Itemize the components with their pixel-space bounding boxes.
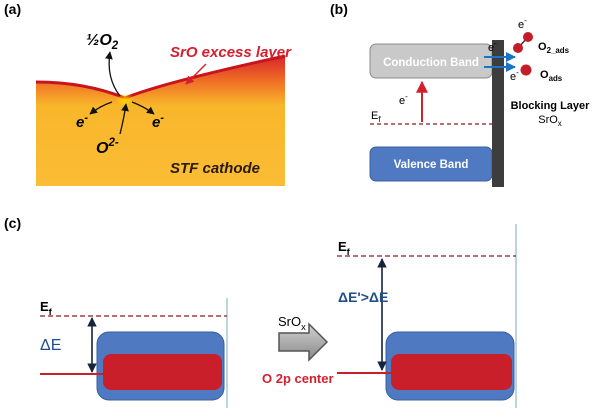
valence-band-label: Valence Band: [394, 159, 469, 171]
transition-arrow: [278, 322, 329, 362]
excess-layer-arrow: [185, 63, 207, 85]
o2p-center-label: O 2p center: [262, 371, 334, 386]
right-delta-e-compare-label: ΔE'>ΔE: [338, 289, 388, 305]
panel-c: (c) Ef ΔE SrOx Ef ΔE'>ΔE O 2p center: [4, 215, 517, 408]
o2-atom-1: [513, 43, 523, 53]
electron-right-arrow: [131, 101, 155, 115]
right-fermi-label: Ef: [338, 239, 351, 257]
conduction-band-label: Conduction Band: [383, 57, 479, 69]
panel-a-label: (a): [4, 1, 21, 17]
oxygen-label: ½O2: [86, 32, 119, 52]
transfer-electron-label-1: e-: [488, 39, 497, 54]
right-o2p-band: [391, 354, 512, 390]
transition-label: SrOx: [278, 314, 306, 332]
electron-left-arrow: [89, 101, 113, 115]
transfer-electron-label-2: e-: [510, 68, 519, 83]
left-fermi-label: Ef: [40, 299, 53, 317]
reaction-site-glow: [115, 93, 135, 107]
electron-right-label: e-: [152, 112, 164, 131]
cathode-body: [36, 56, 285, 186]
oxygen-release-arrow: [105, 51, 121, 97]
left-o2p-band: [103, 354, 222, 390]
electron-left-label: e-: [76, 112, 88, 131]
blocking-layer-srox-label: SrOx: [538, 114, 562, 128]
o2-electron-label: e-: [518, 16, 527, 31]
fermi-level-label: Ef: [371, 110, 381, 124]
o2-ads-label: O2_ads: [538, 41, 570, 55]
panel-a: (a) SrO excess layer ½O2 e- e- O2- STF c…: [4, 1, 292, 186]
panel-b: (b) Conduction Band Valence Band Ef e- e…: [330, 1, 590, 187]
cathode-label: STF cathode: [170, 160, 260, 177]
o-ads-label: Oads: [540, 69, 563, 83]
panel-c-label: (c): [4, 215, 21, 231]
blocking-layer-label: Blocking Layer: [511, 100, 591, 112]
o-ads-atom: [520, 64, 532, 76]
blocking-layer: [492, 40, 504, 187]
oxide-ion-label: O2-: [96, 137, 119, 157]
excess-layer-label: SrO excess layer: [170, 44, 292, 61]
oxide-ion-arrow: [119, 103, 129, 135]
excitation-electron-label: e-: [399, 92, 408, 107]
left-delta-e-label: ΔE: [40, 337, 61, 354]
panel-b-label: (b): [330, 1, 348, 17]
o2-atom-2: [523, 32, 533, 42]
